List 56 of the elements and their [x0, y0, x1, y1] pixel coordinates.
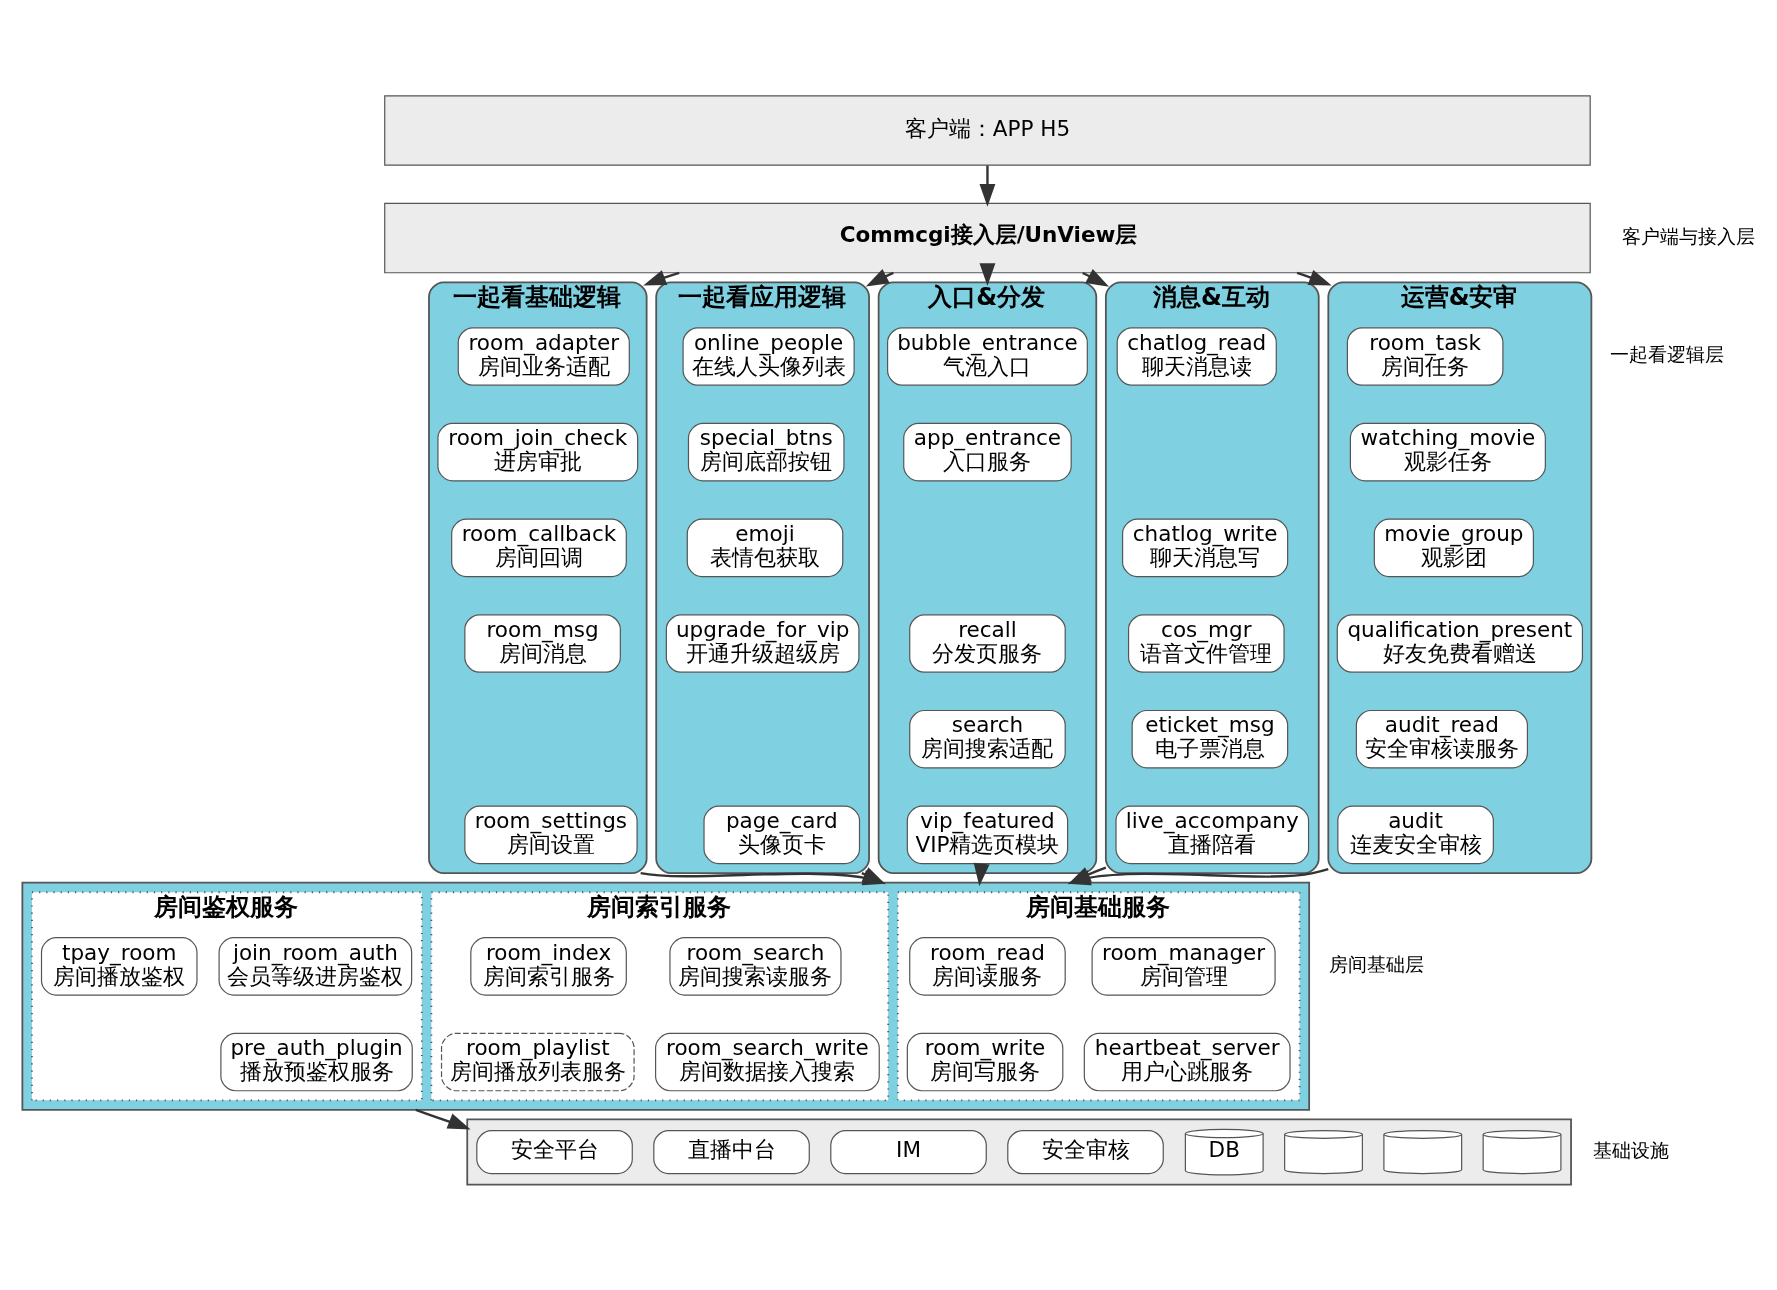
- node-box: online_people 在线人头像列表: [682, 327, 855, 386]
- node-box: join_room_auth 会员等级进房鉴权: [218, 937, 413, 996]
- node-box: room_index 房间索引服务: [470, 937, 627, 996]
- arrow: [1082, 269, 1110, 287]
- node-box: chatlog_write 聊天消息写: [1122, 518, 1289, 578]
- node-box: cos_mgr 语音文件管理: [1128, 614, 1285, 673]
- node-box: vip_featured VIP精选页模块: [906, 805, 1069, 865]
- arrow: [979, 165, 996, 207]
- node-box: qualification_present 好友免费看赠送: [1336, 614, 1583, 673]
- node-box: room_join_check 进房审批: [437, 422, 639, 482]
- label: 基础设施: [1592, 1138, 1669, 1162]
- node-box: room_manager 房间管理: [1091, 937, 1276, 996]
- node-box: app_entrance 入口服务: [903, 422, 1072, 482]
- node-box: room_task 房间任务: [1346, 327, 1504, 386]
- label: 房间基础层: [1328, 952, 1424, 976]
- node-box: chatlog_read 聊天消息读: [1116, 327, 1277, 386]
- node-box: 直播中台: [653, 1129, 810, 1175]
- node-box: search 房间搜索适配: [909, 709, 1066, 769]
- node-box: room_msg 房间消息: [464, 614, 621, 673]
- node-box: 安全审核: [1007, 1129, 1164, 1175]
- node-box: page_card 头像页卡: [703, 805, 861, 865]
- node-box: pre_auth_plugin 播放预鉴权服务: [220, 1032, 413, 1092]
- label: 一起看逻辑层: [1609, 343, 1724, 367]
- label: 客户端与接入层: [1621, 224, 1755, 248]
- node-box: 客户端：APP H5: [384, 95, 1591, 166]
- node-box: live_accompany 直播陪看: [1115, 805, 1310, 865]
- node-box: eticket_msg 电子票消息: [1131, 709, 1289, 769]
- cluster: [466, 1118, 1572, 1186]
- node-box: tpay_room 房间播放鉴权: [40, 937, 198, 996]
- node-box: room_search 房间搜索读服务: [669, 937, 842, 996]
- arrow: [643, 270, 680, 286]
- node-box: bubble_entrance 气泡入口: [887, 327, 1088, 386]
- node-box: room_search_write 房间数据接入搜索: [655, 1032, 880, 1092]
- arrow: [415, 1108, 471, 1130]
- node-box: room_playlist 房间播放列表服务: [440, 1032, 635, 1092]
- node-box: heartbeat_server 用户心跳服务: [1083, 1032, 1291, 1092]
- node-box: room_settings 房间设置: [464, 805, 638, 865]
- node-box: upgrade_for_vip 开通升级超级房: [665, 614, 860, 673]
- node-box: room_write 房间写服务: [906, 1032, 1064, 1092]
- node-box: watching_movie 观影任务: [1349, 422, 1546, 482]
- arrow: [1296, 270, 1332, 286]
- node-box: emoji 表情包获取: [686, 518, 844, 578]
- node-box: audit 连麦安全审核: [1337, 805, 1494, 865]
- node-box: IM: [830, 1129, 987, 1175]
- node-box: recall 分发页服务: [909, 614, 1066, 673]
- node-box: 安全平台: [476, 1129, 633, 1175]
- cluster: [21, 881, 1311, 1111]
- arrow: [973, 862, 990, 887]
- node-box: room_adapter 房间业务适配: [457, 327, 630, 386]
- node-box: room_read 房间读服务: [909, 937, 1066, 996]
- arrow: [979, 263, 996, 286]
- arrow: [865, 269, 894, 287]
- node-box: room_callback 房间回调: [451, 518, 627, 578]
- node-box: special_btns 房间底部按钮: [687, 422, 845, 482]
- node-box: audit_read 安全审核读服务: [1355, 709, 1528, 769]
- node-box: movie_group 观影团: [1373, 518, 1534, 578]
